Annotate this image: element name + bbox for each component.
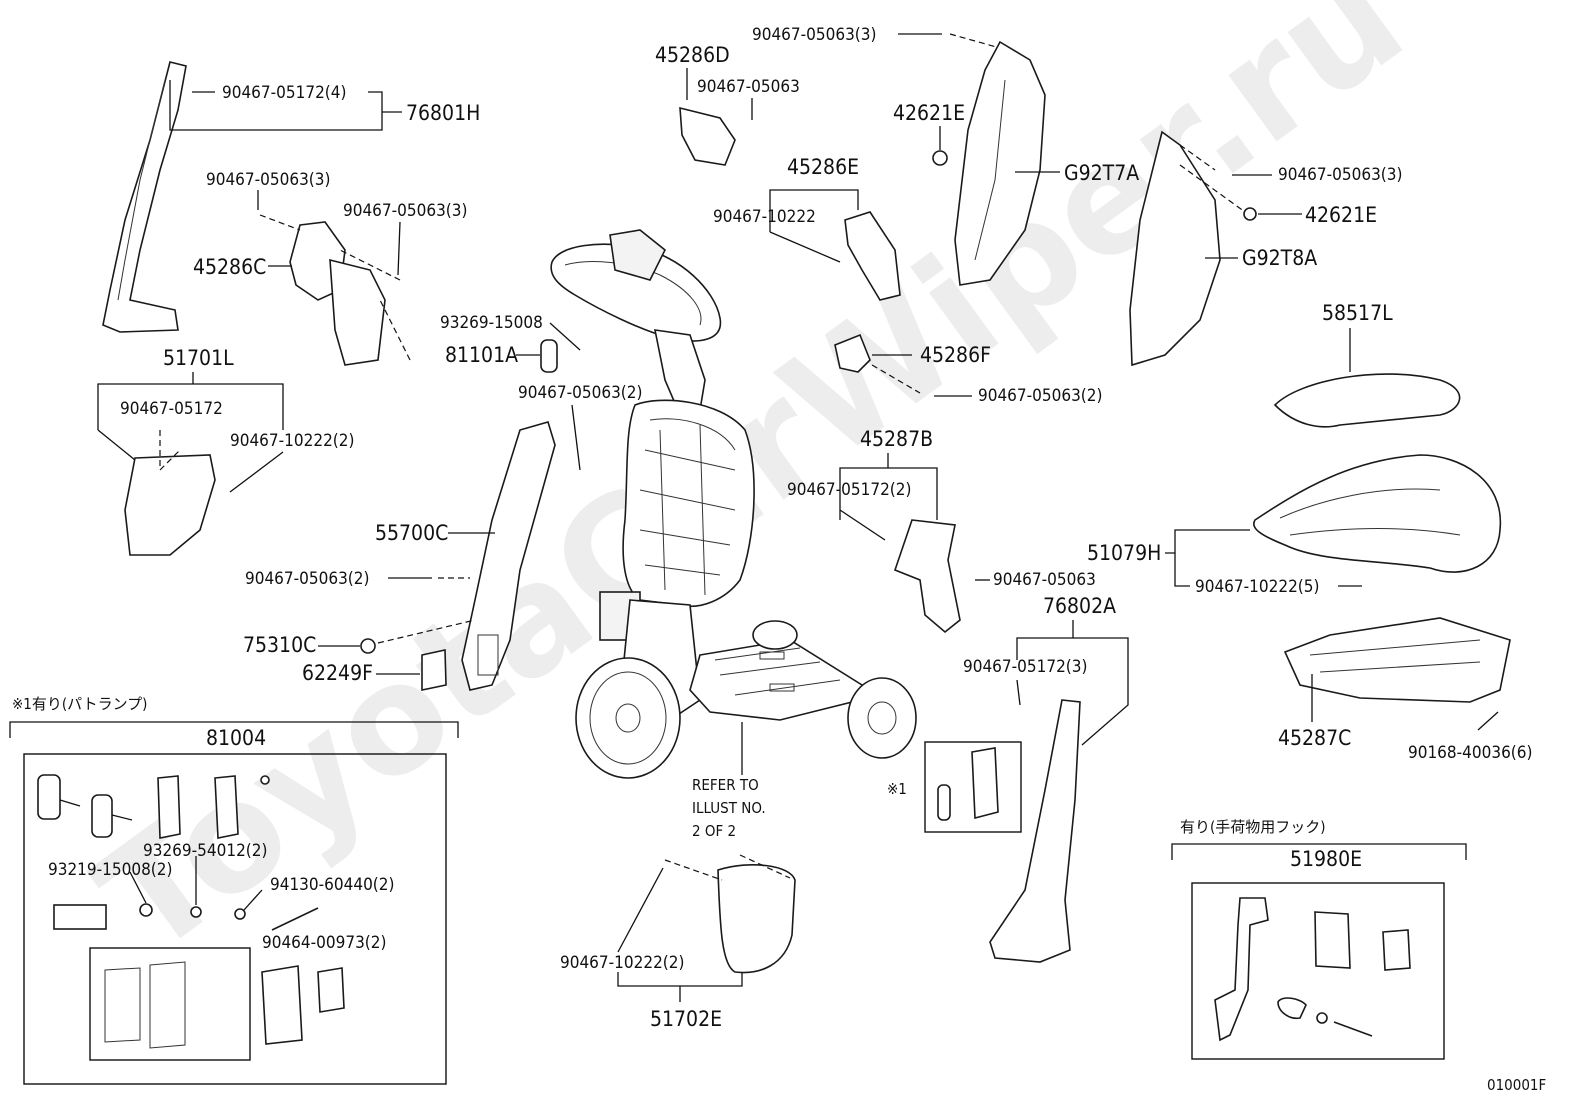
part-45286C-drawing bbox=[259, 214, 411, 366]
part-45287C-drawing bbox=[1283, 617, 1511, 703]
box-right-caption: 有り(手荷物用フック) bbox=[1180, 818, 1326, 836]
fastener-label: 90467-05172 bbox=[120, 399, 223, 419]
scooter-frame-drawing bbox=[550, 229, 917, 779]
part-number-45286E: 45286E bbox=[787, 155, 859, 179]
part-81101A-drawing bbox=[540, 339, 558, 373]
box-right-frame bbox=[1191, 882, 1445, 1060]
refer-note-line3: 2 OF 2 bbox=[692, 822, 736, 840]
fastener-label: 90467-10222(2) bbox=[560, 953, 684, 973]
fastener-label: 93269-54012(2) bbox=[143, 841, 267, 861]
part-number-51079H: 51079H bbox=[1087, 541, 1161, 565]
inset-box bbox=[924, 741, 1022, 833]
fastener-label: 90467-05063(3) bbox=[1278, 165, 1402, 185]
part-51701L-drawing bbox=[124, 430, 216, 556]
part-number-45286D: 45286D bbox=[655, 43, 730, 67]
fastener-label: 90467-05172(3) bbox=[963, 657, 1087, 677]
part-number-81101A: 81101A bbox=[445, 343, 518, 367]
part-number-G92T8A: G92T8A bbox=[1242, 246, 1317, 270]
fastener-label: 94130-60440(2) bbox=[270, 875, 394, 895]
diagram-code: 010001F bbox=[1487, 1076, 1546, 1094]
fastener-label: 90467-05172(4) bbox=[222, 83, 346, 103]
part-number-58517L: 58517L bbox=[1322, 301, 1393, 325]
part-45286F-drawing bbox=[834, 333, 871, 373]
part-number-45287B: 45287B bbox=[860, 427, 933, 451]
part-number-45286C: 45286C bbox=[193, 255, 266, 279]
part-number-42621E: 42621E bbox=[893, 101, 965, 125]
fastener-label: 90467-05063(2) bbox=[518, 383, 642, 403]
part-number-76802A: 76802A bbox=[1043, 594, 1116, 618]
fastener-label: 90168-40036(6) bbox=[1408, 743, 1532, 763]
part-62249F-drawing bbox=[421, 649, 447, 691]
box-left-caption: ※1有り(パトランプ) bbox=[12, 695, 147, 713]
refer-note-line2: ILLUST NO. bbox=[692, 799, 766, 817]
fastener-label: 90467-10222(2) bbox=[230, 431, 354, 451]
fastener-label: 90467-05063(3) bbox=[206, 170, 330, 190]
box-right-contents bbox=[1214, 897, 1411, 1042]
fastener-label: 90464-00973(2) bbox=[262, 933, 386, 953]
part-58517L-drawing bbox=[1273, 373, 1461, 428]
part-number-62249F: 62249F bbox=[302, 661, 373, 685]
fastener-label: 90467-05063(3) bbox=[343, 201, 467, 221]
box-left-frame bbox=[23, 753, 447, 1085]
part-76801H-drawing bbox=[102, 61, 187, 333]
part-number-45287C: 45287C bbox=[1278, 726, 1351, 750]
part-number-75310C: 75310C bbox=[243, 633, 316, 657]
part-55700C-drawing bbox=[461, 421, 556, 691]
box-left-contents bbox=[37, 774, 345, 1061]
part-number-51702E: 51702E bbox=[650, 1007, 722, 1031]
part-45286D-drawing bbox=[679, 106, 736, 166]
part-number-76801H: 76801H bbox=[406, 101, 480, 125]
part-45286E-drawing bbox=[844, 211, 901, 301]
part-45287B-drawing bbox=[893, 519, 961, 634]
part-G92T7A-drawing bbox=[954, 40, 1046, 286]
part-51079H-drawing bbox=[1253, 454, 1502, 573]
fastener-label: 90467-05063(3) bbox=[752, 25, 876, 45]
asterisk-note: ※1 bbox=[887, 780, 907, 798]
fastener-label: 90467-05063 bbox=[697, 77, 800, 97]
part-number-55700C: 55700C bbox=[375, 521, 448, 545]
fastener-label: 90467-10222 bbox=[713, 207, 816, 227]
fastener-label: 90467-05063(2) bbox=[978, 386, 1102, 406]
part-76802A-drawing bbox=[989, 699, 1081, 963]
fastener-label: 90467-05172(2) bbox=[787, 480, 911, 500]
part-G92T8A-drawing bbox=[1129, 130, 1221, 367]
box-right-title: 51980E bbox=[1290, 847, 1362, 871]
box-left-title: 81004 bbox=[206, 726, 266, 750]
refer-note-line1: REFER TO bbox=[692, 776, 759, 794]
fastener-label: 90467-05063(2) bbox=[245, 569, 369, 589]
fastener-label: 90467-10222(5) bbox=[1195, 577, 1319, 597]
part-number-42621E: 42621E bbox=[1305, 203, 1377, 227]
part-51702E-drawing bbox=[717, 864, 796, 974]
fastener-label: 90467-05063 bbox=[993, 570, 1096, 590]
part-number-51701L: 51701L bbox=[163, 346, 234, 370]
part-number-45286F: 45286F bbox=[920, 343, 991, 367]
part-75310C-drawing bbox=[360, 638, 376, 654]
part-number-G92T7A: G92T7A bbox=[1064, 161, 1139, 185]
fastener-label: 93269-15008 bbox=[440, 313, 543, 333]
fastener-label: 93219-15008(2) bbox=[48, 860, 172, 880]
